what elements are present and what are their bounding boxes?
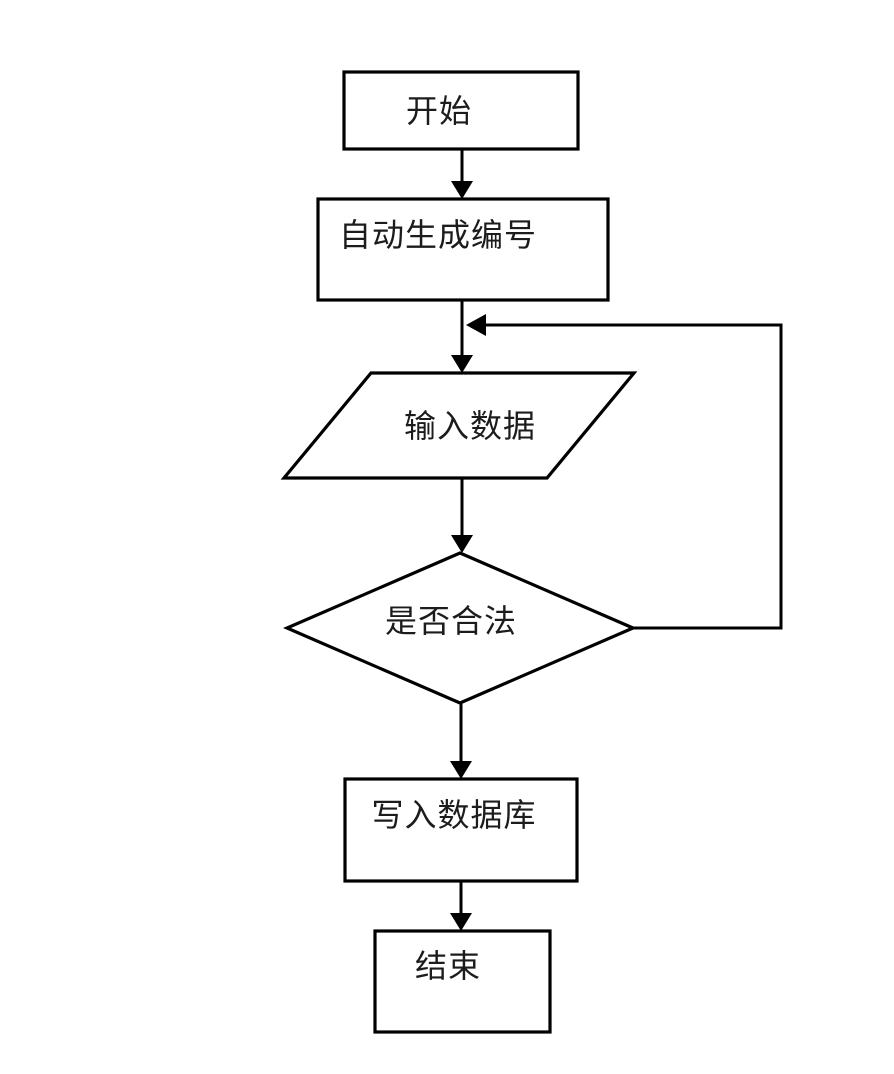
node-input-data: [280, 371, 638, 480]
node-write-database-label: 写入数据库: [371, 796, 536, 834]
arrowhead-input-to-valid: [451, 535, 473, 553]
node-is-valid-label: 是否合法: [385, 602, 517, 640]
node-is-valid: [282, 551, 638, 705]
node-end-label: 结束: [415, 947, 481, 985]
node-start: [342, 70, 580, 151]
node-write-database: [343, 777, 579, 883]
node-auto-generate-id: [316, 197, 610, 302]
node-auto-generate-id-label: 自动生成编号: [339, 216, 537, 254]
node-input-data-label: 输入数据: [404, 407, 536, 445]
arrowhead-loopback: [466, 314, 486, 336]
edge-loopback: [486, 323, 783, 630]
node-end: [373, 929, 552, 1034]
node-start-label: 开始: [406, 92, 472, 130]
arrowhead-start-to-generate: [451, 181, 473, 199]
arrowhead-valid-to-write: [450, 761, 472, 779]
arrowhead-write-to-end: [450, 913, 472, 931]
arrowhead-generate-to-input: [451, 355, 473, 373]
